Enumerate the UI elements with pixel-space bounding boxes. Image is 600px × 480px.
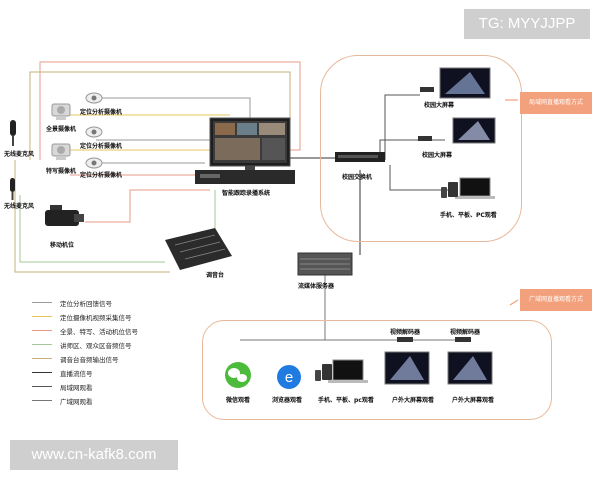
dome-camera-icon [85,126,103,138]
legend-item: 直播流信号 [60,370,93,378]
label-wan-devices: 手机、平板、pc观看 [318,397,374,404]
signal-line-audio-mix [14,160,170,273]
svg-text:e: e [285,369,293,386]
label-wireless-mic-1: 无线麦克风 [4,151,35,158]
decoder-box-icon [418,136,432,141]
label-outdoor-screen-2: 户外大屏幕观看 [452,397,495,404]
legend-swatch [32,386,52,388]
label-outdoor-screen-1: 户外大屏幕观看 [392,397,435,404]
label-campus-devices: 手机、平板、PC观看 [440,212,497,219]
label-campus-screen-2: 校园大屏幕 [422,152,453,159]
label-recording-system: 智能跟踪录播系统 [222,190,271,197]
label-decoder-2: 视频解码器 [450,329,481,336]
signal-line-audio-top [29,71,291,160]
signal-line-audio-mic [19,195,165,263]
legend-item: 定位分析回馈信号 [60,300,112,308]
ptz-camera-icon [51,143,71,160]
signal-line-feedback-1 [96,97,251,120]
lan-region [320,55,522,242]
lan-line-2 [384,94,420,160]
legend-swatch [32,330,52,332]
wan-tag-arrow [509,299,519,306]
decoder-box-icon [420,87,434,92]
legend-item: 定位摄像机视频采集信号 [60,314,132,322]
phone-icon [441,187,447,198]
watermark-bottom-left: www.cn-kafk8.com [10,440,178,470]
wan-region [202,320,552,420]
legend-swatch [32,316,52,318]
tablet-icon [448,182,458,197]
dome-camera-icon [85,92,103,104]
audio-mixer-icon [165,228,232,270]
browser-icon: e [277,365,301,389]
legend-swatch [32,302,52,304]
laptop-icon [455,177,495,199]
tablet-icon [322,364,332,380]
lan-line-3 [389,165,455,191]
legend-swatch [32,344,52,346]
ptz-camera-icon [51,103,71,120]
legend-item: 广域网观看 [60,398,93,406]
phone-icon [315,370,321,381]
lan-region-tag: 局域网直播观看方式 [520,92,592,114]
server-rack-icon [297,252,353,276]
label-positioning-camera-2: 定位分析摄像机 [80,143,123,150]
label-closeup-camera: 特写摄像机 [46,168,77,175]
label-decoder-1: 视频解码器 [390,329,421,336]
network-switch-icon [335,152,385,162]
watermark-top-right: TG: MYYJJPP [464,9,590,39]
decoder-box-icon [455,337,471,342]
legend-swatch [32,358,52,360]
display-screen-icon [447,351,493,385]
wechat-icon [225,362,251,388]
label-campus-switch: 校园交换机 [342,174,373,181]
signal-line-feedback-2 [96,125,221,141]
camcorder-icon [45,205,84,226]
legend-swatch [32,372,52,374]
label-fullview-camera: 全景摄像机 [46,126,77,133]
label-mobile-camera: 移动机位 [50,242,75,249]
label-positioning-camera-1: 定位分析摄像机 [80,109,123,116]
laptop-icon [328,359,368,383]
label-campus-screen-1: 校园大屏幕 [424,102,455,109]
dome-camera-icon [85,157,103,169]
wan-region-tag: 广域网直播观看方式 [520,289,592,311]
label-browser: 浏览器观看 [272,397,303,404]
label-positioning-camera-3: 定位分析摄像机 [80,172,123,179]
label-wechat: 微信观看 [226,397,251,404]
recording-system-icon [195,117,295,184]
legend-item: 全景、特写、活动机位信号 [60,328,138,336]
legend-item: 局域网观看 [60,384,93,392]
microphone-icon [10,178,15,200]
display-screen-icon [452,117,496,144]
signal-line-mobile [85,189,210,223]
legend-item: 讲师区、观众区音频信号 [60,342,132,350]
display-screen-icon [439,67,491,99]
legend-swatch [32,400,52,402]
microphone-icon [10,120,16,146]
display-screen-icon [384,351,430,385]
label-wireless-mic-2: 无线麦克风 [4,203,35,210]
legend-item: 调音台音频输出信号 [60,356,119,364]
label-mixer: 调音台 [206,272,225,279]
label-streaming-server: 流媒体服务器 [298,283,335,290]
decoder-box-icon [397,337,413,342]
